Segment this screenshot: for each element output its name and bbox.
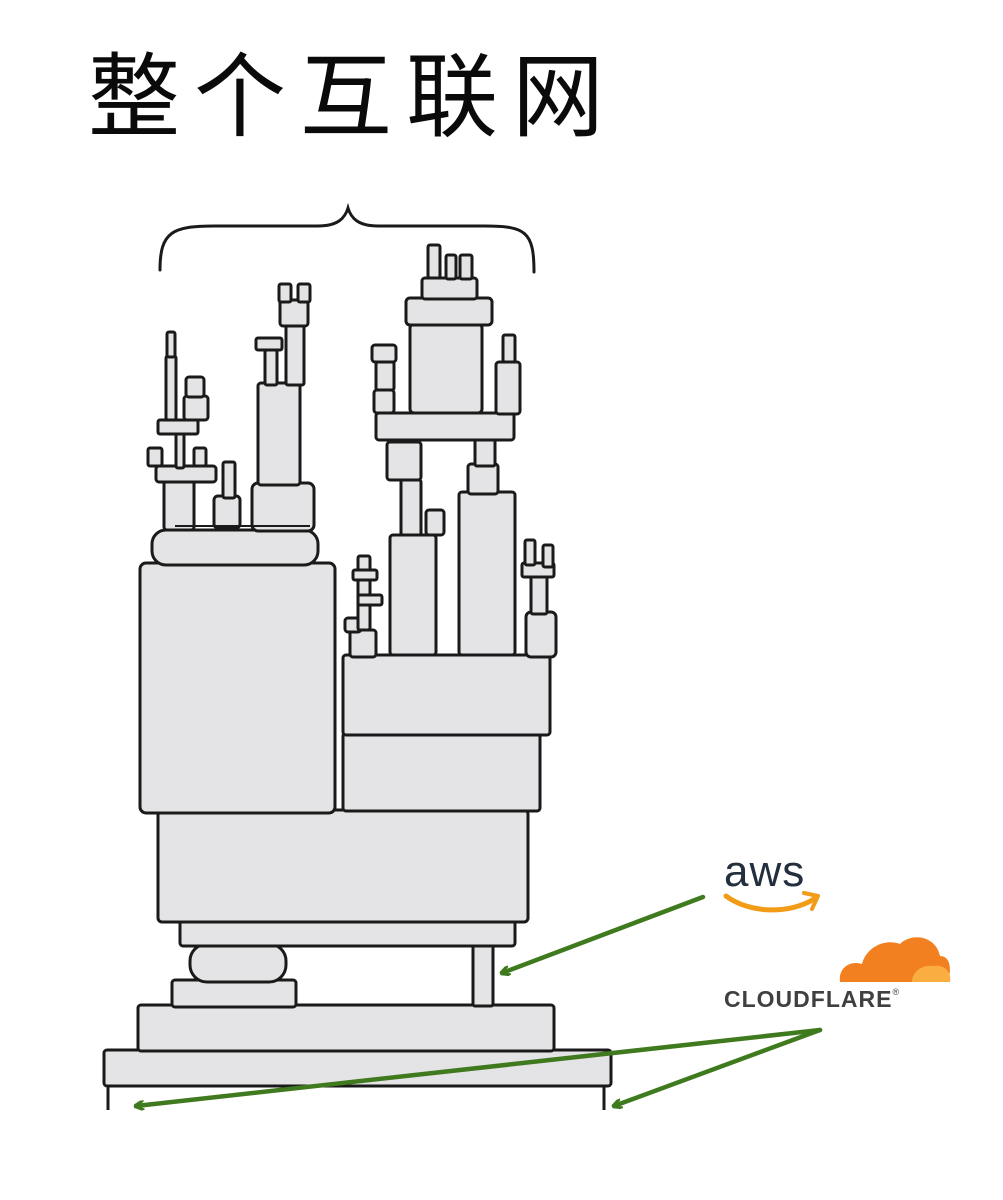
brace-shape (158, 202, 536, 274)
thin-support-pillar (471, 940, 495, 1008)
aws-logo-text: aws (724, 847, 806, 896)
lower-slab-block (178, 918, 517, 948)
upper-plate (374, 411, 516, 442)
pointer-arrows (136, 894, 823, 1106)
cloud-icon (839, 937, 951, 982)
cloudflare-arrow-left (136, 1027, 823, 1106)
round-block (188, 942, 288, 984)
left-big-block (138, 561, 337, 815)
amazon-smile-icon (723, 891, 820, 913)
pillar-b (457, 490, 517, 657)
registered-mark: ® (892, 987, 901, 997)
cloudflare-logo-text: CLOUDFLARE® (724, 988, 900, 1011)
right-lower-block (341, 731, 542, 813)
small-slab-block (170, 978, 298, 1009)
aws-arrow (502, 894, 706, 973)
wide-block (156, 808, 530, 924)
right-upper-block (341, 653, 552, 737)
bottom-slab-block (136, 1003, 556, 1053)
page-title: 整个互联网 (88, 44, 619, 151)
cloudflare-wordmark: CLOUDFLARE (724, 986, 893, 1012)
pillar-a (388, 533, 438, 657)
left-plate (150, 528, 320, 567)
tower-blocks (102, 243, 613, 1088)
cloudflare-arrow-right (614, 1027, 823, 1106)
